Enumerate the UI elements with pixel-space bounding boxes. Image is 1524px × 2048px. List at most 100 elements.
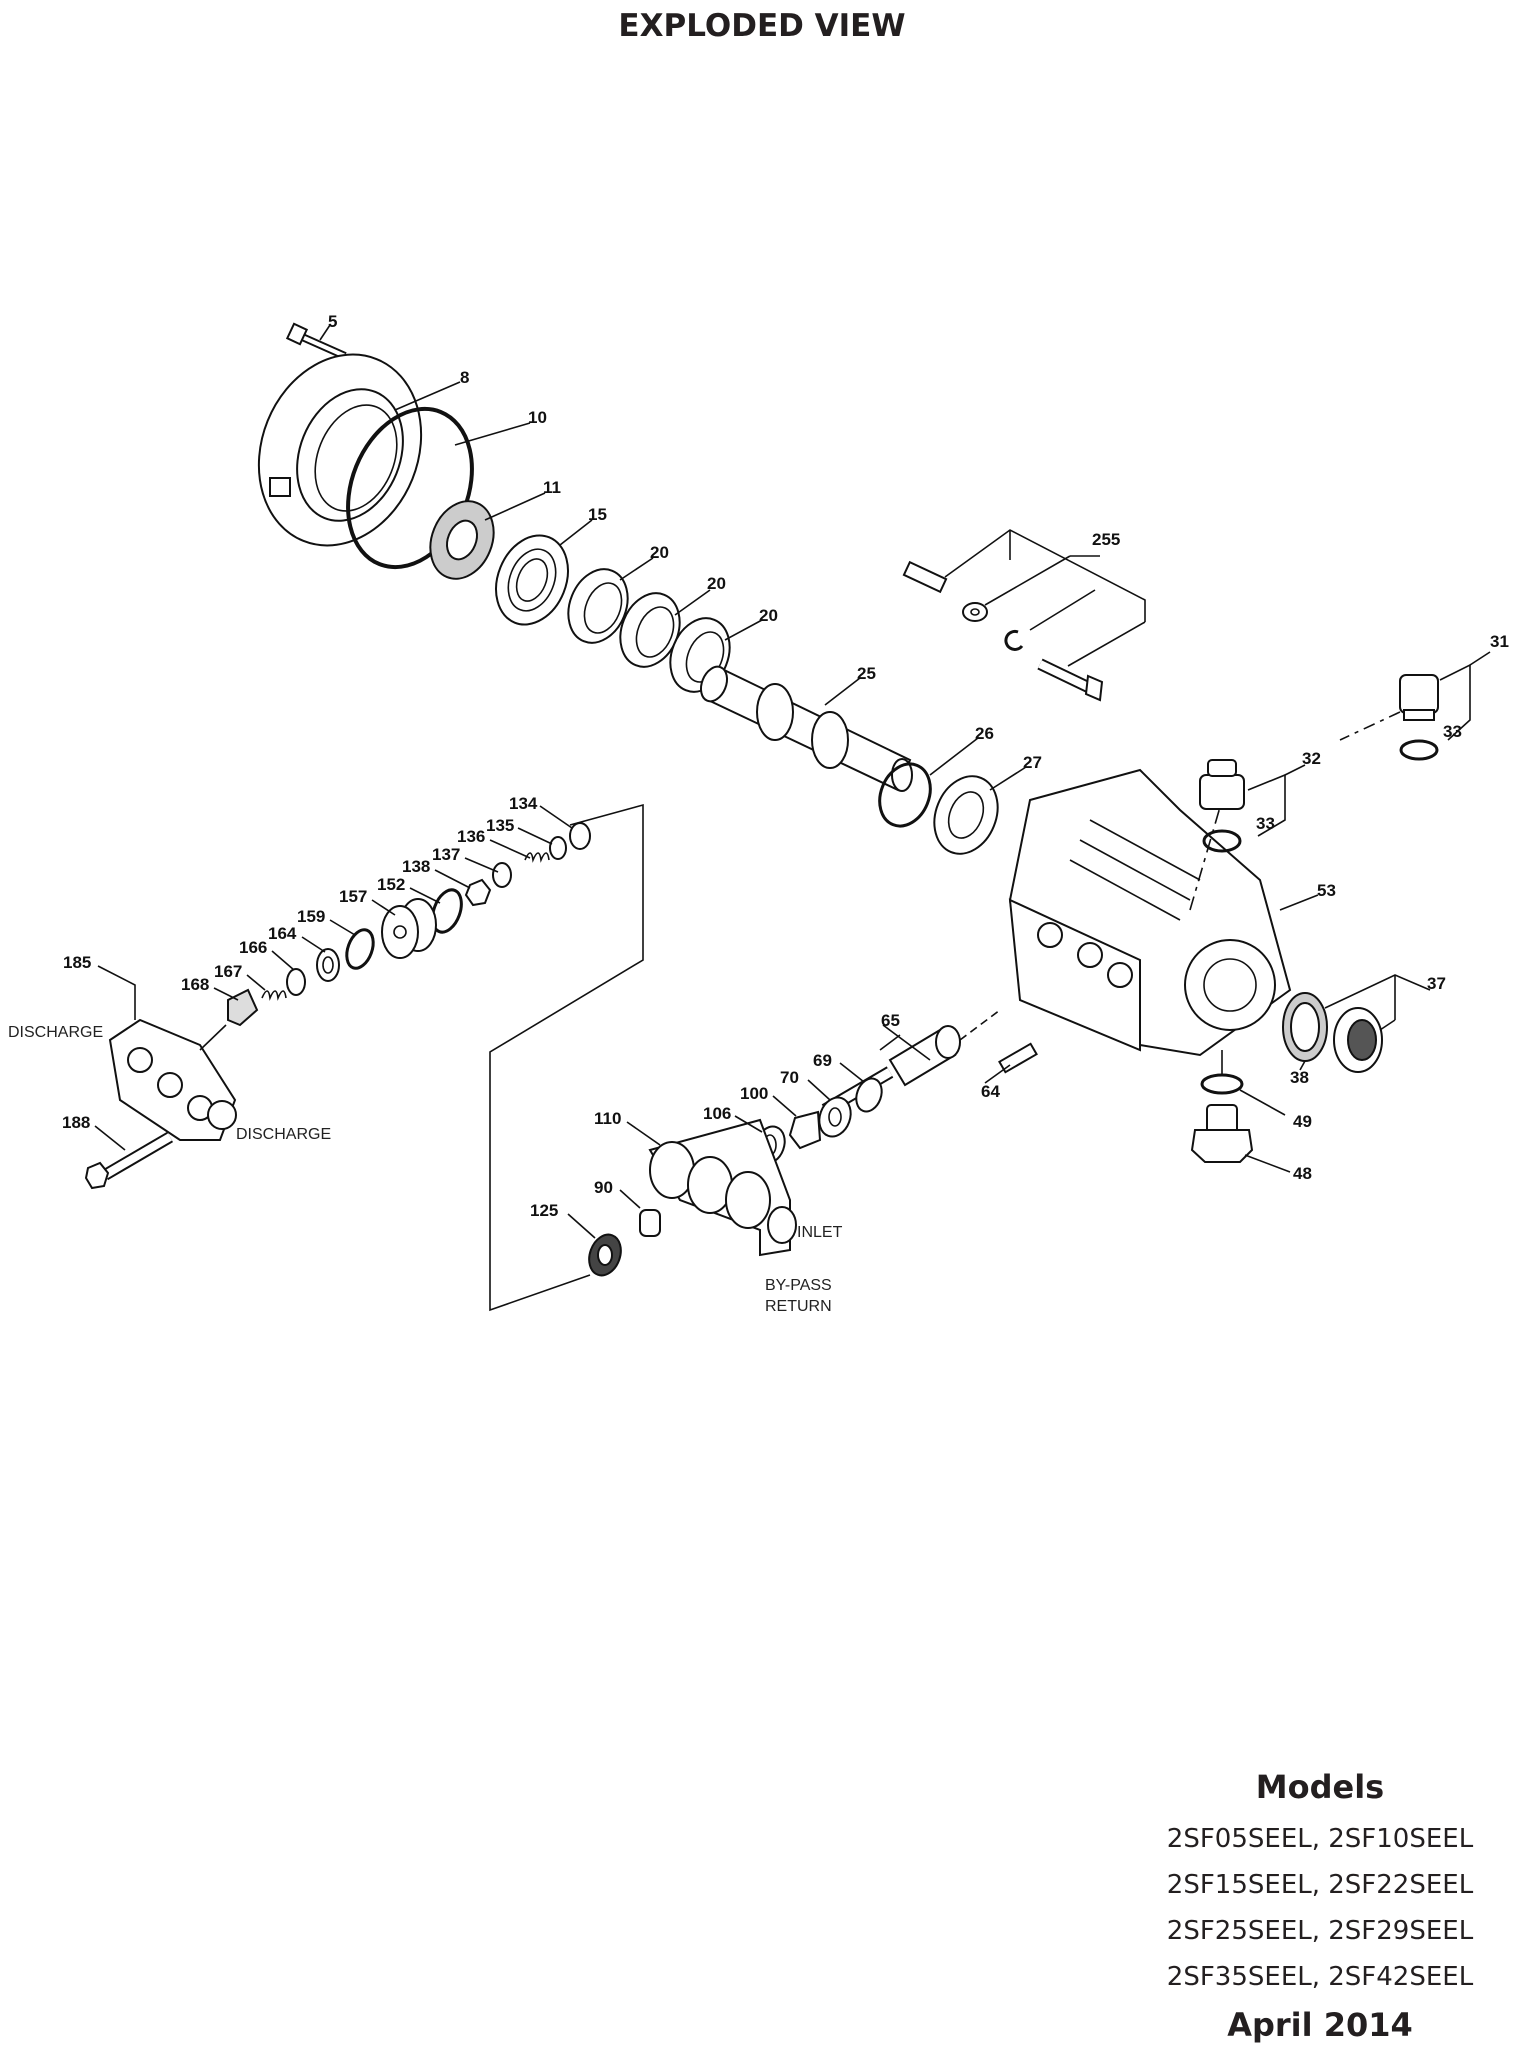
callout-48: 48 — [1293, 1164, 1312, 1183]
part-25-crankshaft — [699, 665, 913, 792]
callout-69: 69 — [813, 1051, 832, 1070]
part-125-seal — [588, 1233, 622, 1277]
part-33-o-ring-lower — [1202, 829, 1242, 853]
model-line: 2SF05SEEL, 2SF10SEEL — [1166, 1824, 1474, 1854]
model-line: 2SF35SEEL, 2SF42SEEL — [1166, 1962, 1474, 1992]
part-90-spacer — [639, 1209, 661, 1237]
part-137-seat — [492, 862, 512, 888]
callout-15: 15 — [588, 505, 607, 524]
callout-164: 164 — [268, 924, 297, 943]
part-48-drain-plug — [1190, 1104, 1291, 1173]
callouts: 5 8 10 11 15 20 20 20 255 25 31 33 32 26… — [62, 312, 1509, 1220]
part-65-plunger — [821, 1009, 1001, 1116]
callout-100: 100 — [740, 1084, 768, 1103]
part-33-o-ring-upper — [1399, 739, 1439, 761]
callout-65: 65 — [881, 1011, 900, 1030]
discharge-label-left: DISCHARGE — [8, 1024, 103, 1041]
part-26-retaining-ring — [878, 762, 932, 828]
part-135-valve — [549, 836, 567, 860]
page-title: EXPLODED VIEW — [618, 8, 906, 44]
callout-53: 53 — [1317, 881, 1336, 900]
part-27-ball-bearing — [933, 775, 999, 855]
callout-31: 31 — [1490, 632, 1509, 651]
bypass-label-line2: RETURN — [765, 1298, 832, 1315]
assembly-bracket-line — [489, 803, 644, 1312]
callout-20c: 20 — [759, 606, 778, 625]
part-32-breather — [1199, 759, 1306, 837]
part-49-o-ring — [1200, 1050, 1286, 1116]
inlet-label: INLET — [797, 1224, 843, 1241]
models-block: Models 2SF05SEEL, 2SF10SEEL 2SF15SEEL, 2… — [1100, 1768, 1524, 2044]
part-11-oil-seal — [429, 500, 495, 580]
callout-90: 90 — [594, 1178, 613, 1197]
bypass-label-line1: BY-PASS — [765, 1277, 832, 1294]
part-255-key-washer-bolt-kit — [902, 529, 1146, 702]
callout-136: 136 — [457, 827, 485, 846]
part-38-oil-seal — [1282, 992, 1328, 1071]
callout-137: 137 — [432, 845, 460, 864]
callout-157: 157 — [339, 887, 367, 906]
part-31-oil-cap — [1339, 651, 1491, 741]
callout-37: 37 — [1427, 974, 1446, 993]
callout-33-lower: 33 — [1256, 814, 1275, 833]
part-134-ring — [569, 822, 591, 850]
callout-20b: 20 — [707, 574, 726, 593]
callout-159: 159 — [297, 907, 325, 926]
callout-168: 168 — [181, 975, 209, 994]
part-168-valve — [227, 988, 259, 1027]
models-heading: Models — [1255, 1768, 1385, 1806]
discharge-label-bottom: DISCHARGE — [236, 1126, 331, 1143]
part-159-o-ring — [345, 928, 375, 970]
callout-188: 188 — [62, 1113, 90, 1132]
callout-106: 106 — [703, 1104, 731, 1123]
part-138-nut — [464, 878, 492, 907]
callout-33-upper: 33 — [1443, 722, 1462, 741]
callout-134: 134 — [509, 794, 538, 813]
callout-38: 38 — [1290, 1068, 1309, 1087]
part-5-bolt — [285, 322, 347, 360]
callout-64: 64 — [981, 1082, 1000, 1101]
part-157-valve-plug — [381, 898, 437, 959]
callout-135: 135 — [486, 816, 514, 835]
callout-167: 167 — [214, 962, 242, 981]
leader-lines — [94, 324, 1319, 1239]
callout-32: 32 — [1302, 749, 1321, 768]
part-100-retainer — [788, 1110, 822, 1150]
callout-110: 110 — [594, 1109, 621, 1128]
callout-125: 125 — [530, 1201, 558, 1220]
callout-166: 166 — [239, 938, 267, 957]
part-185-discharge-manifold — [108, 1018, 237, 1141]
port-labels: DISCHARGE DISCHARGE INLET BY-PASS RETURN — [8, 1024, 843, 1315]
callout-26: 26 — [975, 724, 994, 743]
part-164-retainer — [316, 948, 340, 982]
callout-20a: 20 — [650, 543, 669, 562]
callout-255: 255 — [1092, 530, 1120, 549]
revision-date: April 2014 — [1227, 2006, 1413, 2044]
part-70-seal — [818, 1096, 852, 1138]
callout-5: 5 — [328, 312, 337, 331]
callout-11: 11 — [543, 478, 561, 497]
model-line: 2SF25SEEL, 2SF29SEEL — [1166, 1916, 1474, 1946]
part-15-ball-bearing — [495, 534, 569, 626]
part-20-connecting-rods — [567, 568, 731, 693]
part-69-ring — [855, 1077, 883, 1113]
callout-185: 185 — [63, 953, 91, 972]
callout-8: 8 — [460, 368, 469, 387]
part-110-inlet-manifold — [648, 1118, 797, 1257]
part-8-bearing-cover — [257, 353, 423, 547]
part-152-o-ring — [431, 888, 463, 934]
callout-152: 152 — [377, 875, 405, 894]
part-167-spring — [261, 990, 287, 1001]
part-136-spring — [524, 852, 550, 863]
part-188-bolt — [84, 1131, 174, 1190]
part-53-crankcase — [1008, 768, 1292, 1057]
callout-138: 138 — [402, 857, 430, 876]
part-166-ring — [286, 968, 306, 996]
callout-27: 27 — [1023, 753, 1042, 772]
callout-10: 10 — [528, 408, 547, 427]
callout-49: 49 — [1293, 1112, 1312, 1131]
part-37-cap — [1324, 974, 1431, 1073]
callout-70: 70 — [780, 1068, 799, 1087]
